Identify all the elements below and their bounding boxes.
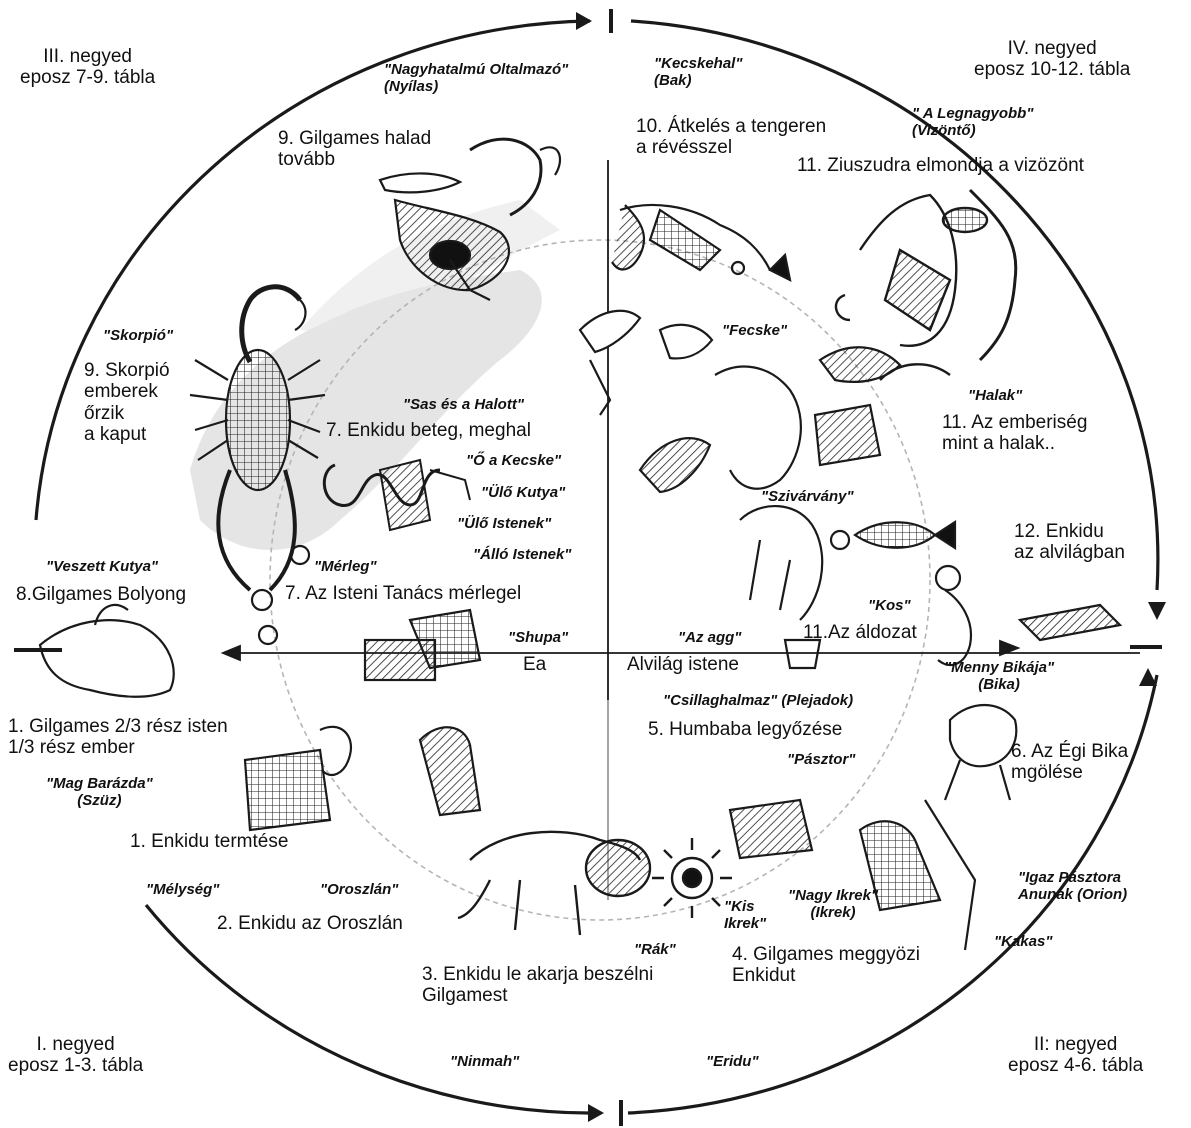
episode-7-enkidu-dies: 7. Enkidu beteg, meghal [326,420,531,441]
episode-1-gilgames: 1. Gilgames 2/3 rész isten 1/3 rész embe… [8,716,228,759]
outer-circle [36,21,1158,1113]
episode-8-wandering: 8.Gilgames Bolyong [16,584,186,605]
constellation-leo: "Oroszlán" [320,882,398,899]
constellation-cancer: "Rák" [634,942,676,959]
constellation-gemini-small: "Kis Ikrek" [724,899,766,933]
goat-fish-figure [612,205,790,280]
episode-9-scorpion-men: 9. Skorpió emberek őrzik a kaput [84,360,170,445]
episode-12-underworld: 12. Enkidu az alvilágban [1014,521,1125,564]
kneeling-figure [40,605,820,697]
episode-10-crossing: 10. Átkelés a tengeren a révésszel [636,116,826,159]
constellation-shupa: "Shupa" [508,630,568,647]
constellation-pisces: "Halak" [968,388,1022,405]
constellation-rainbow: "Szivárvány" [761,489,854,506]
episode-6-bull-of-heaven: 6. Az Égi Bika mgölése [1011,741,1128,784]
label-ninmah: "Ninmah" [450,1054,519,1071]
constellation-depth: "Mélység" [146,882,219,899]
episode-4-persuades: 4. Gilgames meggyözi Enkidut [732,944,920,987]
episode-5-humbaba: 5. Humbaba legyőzése [648,719,842,740]
constellation-sitting-dog: "Ülő Kutya" [481,485,565,502]
sun-crab-figure [652,838,732,918]
episode-7-council: 7. Az Isteni Tanács mérlegel [285,583,521,604]
constellation-pleiades: "Csillaghalmaz" (Plejadok) [663,693,853,710]
constellation-swallow: "Fecske" [722,323,787,340]
constellation-aquarius: " A Legnagyobb" (Vizöntő) [912,106,1033,140]
label-underworld-god: Alvilág istene [627,654,739,675]
episode-11-sacrifice: 11.Az áldozat [803,622,917,643]
constellation-libra: "Mérleg" [314,559,377,576]
label-ea: Ea [523,654,546,675]
constellation-aries: "Kos" [868,598,911,615]
constellation-rooster: "Kakas" [994,934,1052,951]
constellation-virgo: "Mag Barázda" (Szüz) [46,776,153,810]
label-eridu: "Eridu" [706,1054,759,1071]
constellation-goat: "Ő a Kecske" [466,453,561,470]
constellation-mad-dog: "Veszett Kutya" [46,559,158,576]
constellation-taurus: "Menny Bikája" (Bika) [944,660,1054,694]
quarter-1-label: I. negyed eposz 1-3. tábla [8,1034,143,1077]
central-cross [223,160,1140,900]
quarter-4-label: IV. negyed eposz 10-12. tábla [974,38,1130,81]
constellation-gemini-great: "Nagy Ikrek" (Ikrek) [788,888,878,922]
ram-figure [936,566,1120,665]
quarter-2-label: II: negyed eposz 4-6. tábla [1008,1034,1143,1077]
constellation-sagittarius: "Nagyhatalmú Oltalmazó" (Nyílas) [384,62,568,96]
episode-3-dissuade: 3. Enkidu le akarja beszélni Gilgamest [422,964,653,1007]
fish-figure [815,405,955,549]
quarter-3-label: III. negyed eposz 7-9. tábla [20,46,155,89]
constellation-old-one: "Az agg" [678,630,741,647]
episode-11-ziuszudra: 11. Ziuszudra elmondja a vizözönt [797,155,1084,176]
constellation-standing-gods: "Álló Istenek" [473,547,571,564]
constellation-capricorn: "Kecskehal" (Bak) [654,56,742,90]
constellation-scorpio: "Skorpió" [103,328,173,345]
episode-11-humanity: 11. Az emberiség mint a halak.. [942,412,1087,455]
constellation-shepherd: "Pásztor" [787,752,855,769]
constellation-eagle: "Sas és a Halott" [403,397,524,414]
episode-9-gilgames-continues: 9. Gilgames halad tovább [278,128,431,171]
constellation-orion: "Igaz Pásztora Anunak (Orion) [1018,870,1127,904]
constellation-sitting-gods: "Ülő Istenek" [457,516,551,533]
episode-2-enkidu-lion: 2. Enkidu az Oroszlán [217,913,403,934]
episode-1-enkidu-created: 1. Enkidu termtése [130,831,288,852]
